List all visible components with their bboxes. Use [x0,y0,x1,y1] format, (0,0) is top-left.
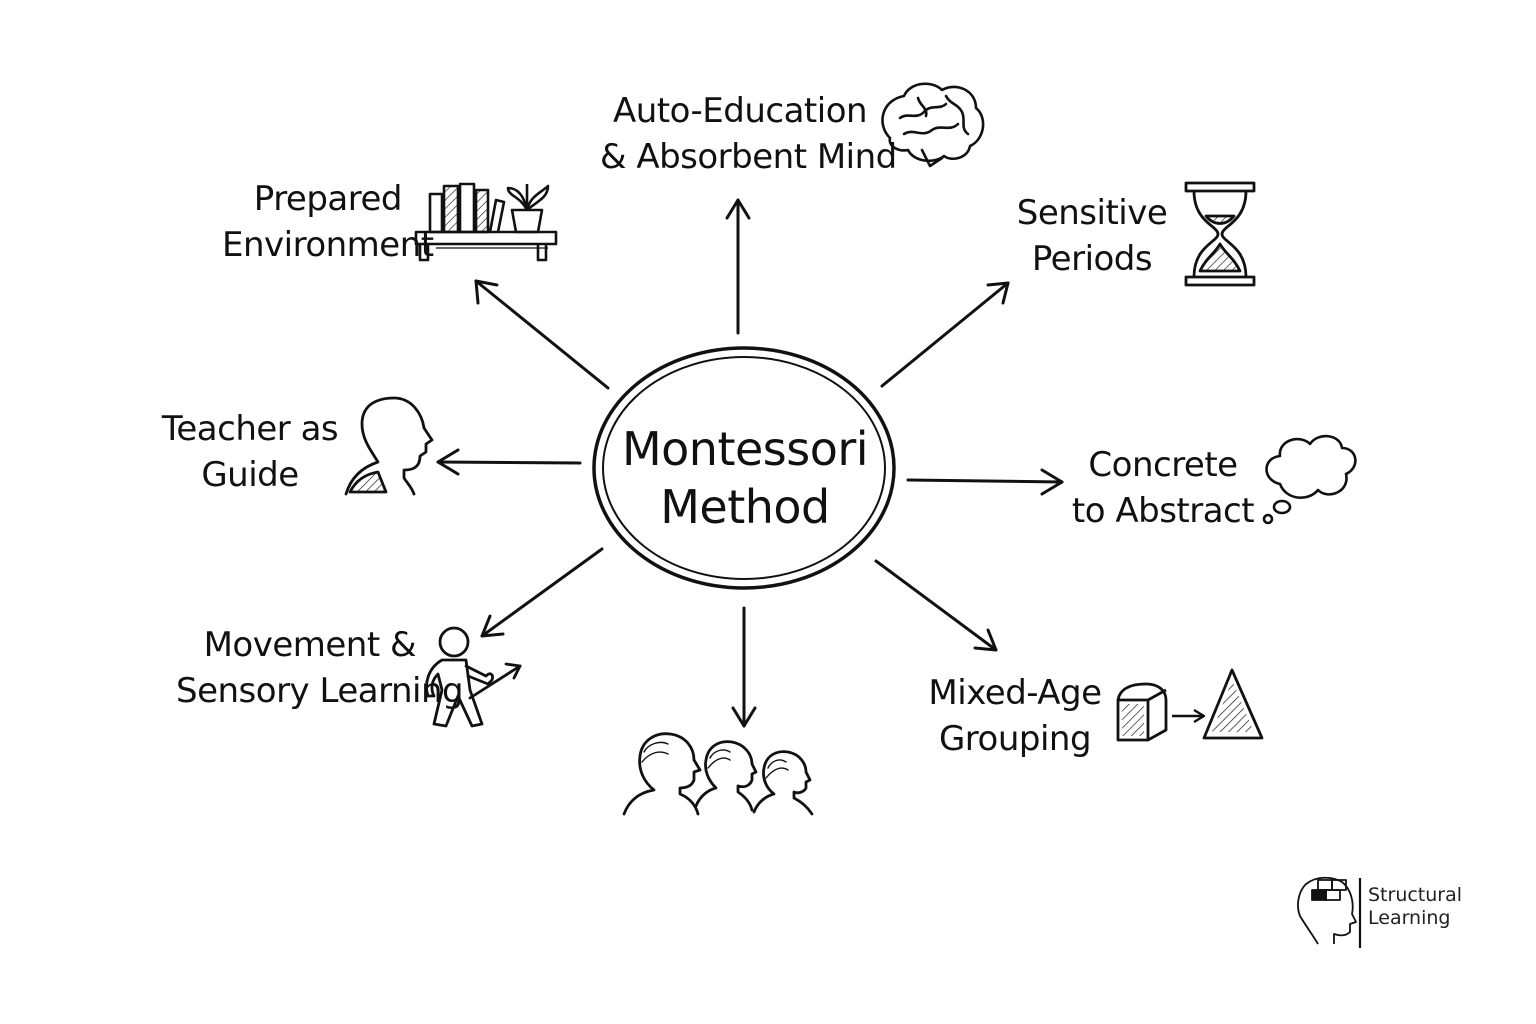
head-puzzle-logo-icon [1297,876,1362,948]
node-prepared-environment: Prepared Environment [222,176,434,268]
node-sensitive-periods-line1: Sensitive [1016,193,1168,233]
node-sensitive-periods: Sensitive Periods [1012,190,1172,282]
brand-line1: Structural [1368,884,1463,906]
node-teacher-as-guide-line2: Guide [201,455,299,495]
node-prepared-environment-line1: Prepared [253,179,403,219]
group-of-people-icon [622,732,814,816]
walking-person-icon [425,626,522,728]
node-movement-sensory-line2: Sensory Learning [176,671,464,711]
node-concrete-to-abstract-line2: to Abstract [1071,491,1255,531]
center-title-line2: Method [660,480,830,534]
person-head-icon [344,396,434,496]
thought-cloud-icon [1262,434,1357,525]
node-mixed-age-line1: Mixed-Age [928,673,1102,713]
node-movement-sensory: Movement & Sensory Learning [176,622,464,714]
arrow-to-movement-sensory [480,547,604,638]
brain-icon [881,82,985,168]
node-auto-education: Auto-Education & Absorbent Mind [600,88,897,180]
node-concrete-to-abstract-line1: Concrete [1088,445,1238,485]
arrow-to-concrete-to-abstract [906,468,1064,496]
node-auto-education-line1: Auto-Education [612,91,868,131]
center-title-line1: Montessori [621,422,869,476]
brand-line2: Learning [1368,907,1451,929]
arrow-to-community [731,606,757,728]
center-title: Montessori Method [600,420,890,536]
node-teacher-as-guide: Teacher as Guide [160,406,340,498]
node-mixed-age-line2: Grouping [938,719,1092,759]
cube-to-pyramid-icon [1116,668,1264,742]
brand-wordmark: Structural Learning [1368,884,1462,930]
arrow-to-sensitive-periods [880,281,1010,388]
bookshelf-icon [414,182,558,262]
node-concrete-to-abstract: Concrete to Abstract [1070,442,1256,534]
node-prepared-environment-line2: Environment [222,225,434,265]
center-ellipse [592,346,896,590]
arrow-to-mixed-age [874,559,998,652]
hourglass-icon [1184,181,1256,287]
arrow-to-prepared-environment [474,279,610,390]
arrow-to-auto-education [725,198,751,335]
node-teacher-as-guide-line1: Teacher as [161,409,339,449]
node-auto-education-line2: & Absorbent Mind [600,137,897,177]
node-sensitive-periods-line2: Periods [1031,239,1153,279]
arrow-to-teacher-as-guide [436,448,582,476]
node-mixed-age: Mixed-Age Grouping [920,670,1110,762]
node-movement-sensory-line1: Movement & [203,625,417,665]
